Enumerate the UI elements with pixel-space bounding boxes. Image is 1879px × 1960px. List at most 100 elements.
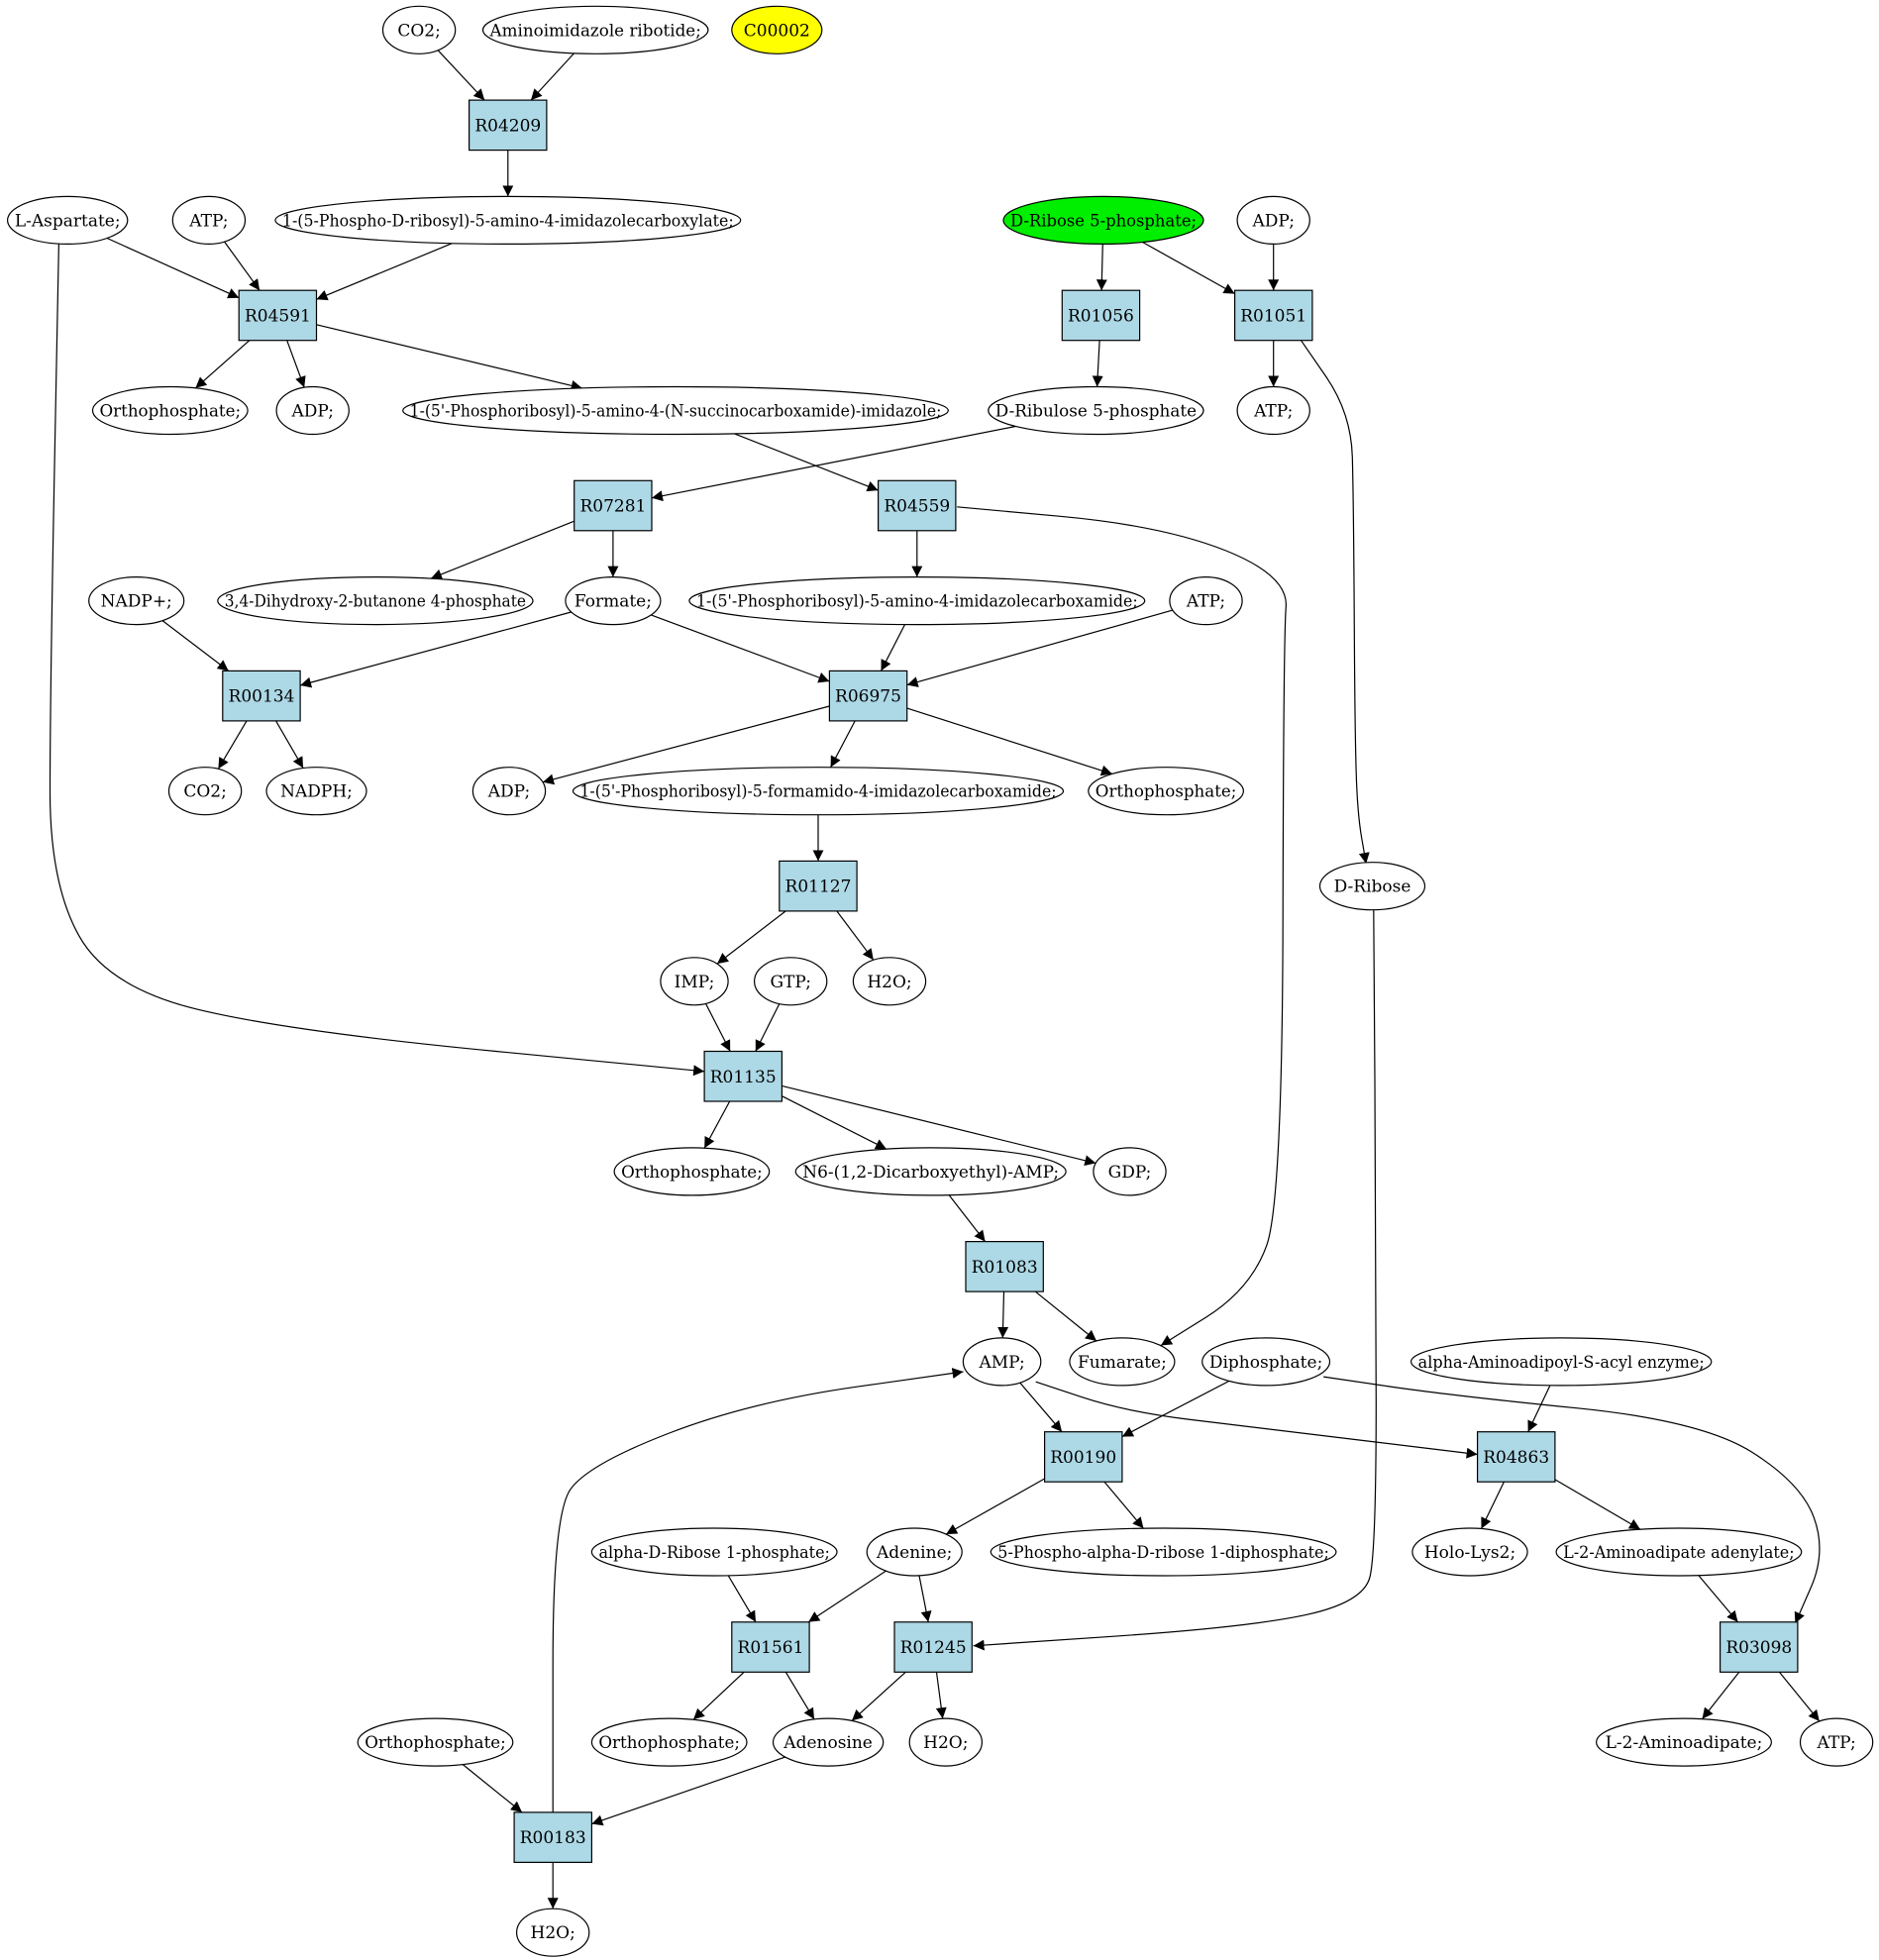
node-label: R03098 bbox=[1725, 1638, 1792, 1658]
node-label: ADP; bbox=[290, 402, 333, 422]
compound-node-s-amp[interactable]: N6-(1,2-Dicarboxyethyl)-AMP; bbox=[794, 1147, 1067, 1196]
compound-node-adp-top[interactable]: ADP; bbox=[1236, 195, 1310, 245]
compound-node-imp[interactable]: IMP; bbox=[660, 957, 729, 1006]
node-label: Orthophosphate; bbox=[598, 1733, 740, 1753]
compound-ellipse bbox=[6, 195, 129, 245]
compound-node-h2o2[interactable]: H2O; bbox=[908, 1717, 984, 1767]
compound-node-diphosphate[interactable]: Diphosphate; bbox=[1201, 1337, 1331, 1387]
compound-node-formate[interactable]: Formate; bbox=[565, 575, 662, 626]
reaction-node-r04559[interactable]: R04559 bbox=[877, 479, 957, 532]
edge-atp1-to-r04591 bbox=[224, 241, 261, 291]
compound-node-r5p[interactable]: D-Ribose 5-phosphate; bbox=[1002, 195, 1204, 245]
reaction-node-r01051[interactable]: R01051 bbox=[1233, 289, 1313, 342]
nodes-layer: CO2; Aminoimidazole ribotide; C00002R04209… bbox=[6, 5, 1874, 1957]
edge-imp-to-r01135 bbox=[704, 1003, 731, 1052]
compound-node-ortho-left[interactable]: Orthophosphate; bbox=[357, 1717, 514, 1767]
reaction-node-r06975[interactable]: R06975 bbox=[828, 670, 908, 722]
node-label: Holo-Lys2; bbox=[1424, 1543, 1515, 1563]
compound-node-amp[interactable]: AMP; bbox=[962, 1337, 1042, 1387]
node-label: R04559 bbox=[884, 497, 950, 517]
compound-node-ortho2[interactable]: Orthophosphate; bbox=[1088, 767, 1244, 816]
compound-node-atp1[interactable]: ATP; bbox=[171, 195, 247, 245]
compound-node-aaa-enzyme[interactable]: alpha-Aminoadipoyl-S-acyl enzyme; bbox=[1409, 1337, 1713, 1387]
edge-laspartate-to-r01135 bbox=[49, 243, 705, 1077]
compound-node-aicar[interactable]: 1-(5'-Phosphoribosyl)-5-amino-4-imidazol… bbox=[688, 575, 1146, 626]
compound-node-fumarate[interactable]: Fumarate; bbox=[1069, 1337, 1176, 1387]
node-label: GDP; bbox=[1108, 1163, 1152, 1183]
compound-node-saicar[interactable]: 1-(5'-Phosphoribosyl)-5-amino-4-(N-succi… bbox=[402, 385, 949, 436]
compound-node-laspartate[interactable]: L-Aspartate; bbox=[6, 195, 129, 245]
edge-amp-to-r04863 bbox=[1035, 1381, 1478, 1459]
compound-node-ortho3[interactable]: Orthophosphate; bbox=[613, 1147, 771, 1196]
compound-node-co2-top[interactable]: CO2; bbox=[381, 5, 457, 54]
edge-r01135-to-ortho3 bbox=[703, 1100, 731, 1149]
node-label: ATP; bbox=[188, 211, 228, 231]
edge-dribose-to-r01245 bbox=[973, 909, 1377, 1651]
compound-node-atp-r01051[interactable]: ATP; bbox=[1236, 385, 1310, 436]
compound-ellipse bbox=[471, 767, 547, 816]
compound-node-faicar[interactable]: 1-(5'-Phosphoribosyl)-5-formamido-4-imid… bbox=[572, 767, 1065, 816]
edge-r01083-to-amp bbox=[997, 1291, 1009, 1338]
compound-ellipse bbox=[962, 1337, 1042, 1387]
compound-node-h2o3[interactable]: H2O; bbox=[516, 1908, 590, 1957]
node-label: L-2-Aminoadipate adenylate; bbox=[1563, 1543, 1795, 1563]
reaction-box bbox=[238, 289, 318, 342]
compound-node-nadph[interactable]: NADPH; bbox=[265, 767, 367, 816]
compound-node-dhbp[interactable]: 3,4-Dihydroxy-2-butanone 4-phosphate bbox=[217, 575, 534, 626]
reaction-node-r01135[interactable]: R01135 bbox=[703, 1050, 783, 1102]
edge-ortho-left-to-r00183 bbox=[462, 1764, 523, 1813]
compound-node-h2o1[interactable]: H2O; bbox=[852, 957, 927, 1006]
edge-r04863-to-hololys2 bbox=[1480, 1482, 1505, 1529]
node-label: Formate; bbox=[574, 592, 652, 612]
reaction-node-r00190[interactable]: R00190 bbox=[1043, 1431, 1123, 1483]
reaction-node-r00134[interactable]: R00134 bbox=[222, 670, 301, 722]
compound-node-adenine[interactable]: Adenine; bbox=[866, 1527, 963, 1577]
edge-r06975-to-adp2 bbox=[542, 705, 830, 785]
node-label: Aminoimidazole ribotide; bbox=[489, 21, 701, 41]
compound-ellipse bbox=[357, 1717, 514, 1767]
compound-node-aad[interactable]: L-2-Aminoadipate; bbox=[1595, 1717, 1772, 1767]
compound-node-gtp[interactable]: GTP; bbox=[754, 957, 828, 1006]
compound-node-air[interactable]: Aminoimidazole ribotide; bbox=[481, 5, 709, 54]
compound-node-caair[interactable]: 1-(5-Phospho-D-ribosyl)-5-amino-4-imidaz… bbox=[274, 195, 742, 245]
compound-node-dribose[interactable]: D-Ribose bbox=[1318, 862, 1426, 911]
reaction-node-r04209[interactable]: R04209 bbox=[469, 99, 548, 152]
reaction-node-r01083[interactable]: R01083 bbox=[965, 1240, 1044, 1292]
node-label: 5-Phospho-alpha-D-ribose 1-diphosphate; bbox=[997, 1543, 1329, 1563]
reaction-node-r04591[interactable]: R04591 bbox=[238, 289, 318, 342]
compound-node-ortho4[interactable]: Orthophosphate; bbox=[590, 1717, 748, 1767]
compound-ellipse bbox=[590, 1717, 748, 1767]
reaction-box bbox=[731, 1621, 810, 1673]
compound-node-adp1[interactable]: ADP; bbox=[275, 385, 350, 436]
edge-r04591-to-adp1 bbox=[286, 340, 306, 388]
compound-node-co2-2[interactable]: CO2; bbox=[167, 767, 243, 816]
compound-node-atp3[interactable]: ATP; bbox=[1799, 1717, 1874, 1767]
compound-node-r1p[interactable]: alpha-D-Ribose 1-phosphate; bbox=[590, 1527, 838, 1577]
reaction-node-r01127[interactable]: R01127 bbox=[779, 860, 858, 912]
compound-node-gdp[interactable]: GDP; bbox=[1093, 1147, 1167, 1196]
reaction-node-r00183[interactable]: R00183 bbox=[513, 1811, 592, 1864]
reaction-node-r07281[interactable]: R07281 bbox=[574, 479, 653, 532]
compound-node-ortho1[interactable]: Orthophosphate; bbox=[91, 385, 249, 436]
reaction-box bbox=[222, 670, 301, 722]
compound-node-nadp[interactable]: NADP+; bbox=[88, 575, 185, 626]
reaction-node-r01561[interactable]: R01561 bbox=[731, 1621, 810, 1673]
reaction-node-r01245[interactable]: R01245 bbox=[893, 1621, 973, 1673]
compound-node-ru5p[interactable]: D-Ribulose 5-phosphate bbox=[988, 385, 1204, 436]
node-label: R01127 bbox=[785, 877, 852, 897]
node-label: N6-(1,2-Dicarboxyethyl)-AMP; bbox=[802, 1163, 1059, 1183]
compound-node-c00002[interactable]: C00002 bbox=[731, 5, 823, 54]
compound-node-adp2[interactable]: ADP; bbox=[471, 767, 547, 816]
node-label: R01056 bbox=[1068, 307, 1134, 327]
compound-node-atp2[interactable]: ATP; bbox=[1169, 575, 1243, 626]
reaction-node-r04863[interactable]: R04863 bbox=[1476, 1431, 1556, 1483]
compound-ellipse bbox=[1555, 1527, 1803, 1577]
edge-aad-adenylate-to-r03098 bbox=[1698, 1575, 1738, 1623]
reaction-node-r03098[interactable]: R03098 bbox=[1719, 1621, 1799, 1673]
compound-node-aad-adenylate[interactable]: L-2-Aminoadipate adenylate; bbox=[1555, 1527, 1803, 1577]
edge-r00134-to-nadph bbox=[275, 720, 304, 769]
compound-node-adenosine[interactable]: Adenosine bbox=[772, 1717, 885, 1767]
compound-node-hololys2[interactable]: Holo-Lys2; bbox=[1411, 1527, 1528, 1577]
reaction-node-r01056[interactable]: R01056 bbox=[1061, 289, 1141, 342]
compound-node-prpp[interactable]: 5-Phospho-alpha-D-ribose 1-diphosphate; bbox=[990, 1527, 1337, 1577]
